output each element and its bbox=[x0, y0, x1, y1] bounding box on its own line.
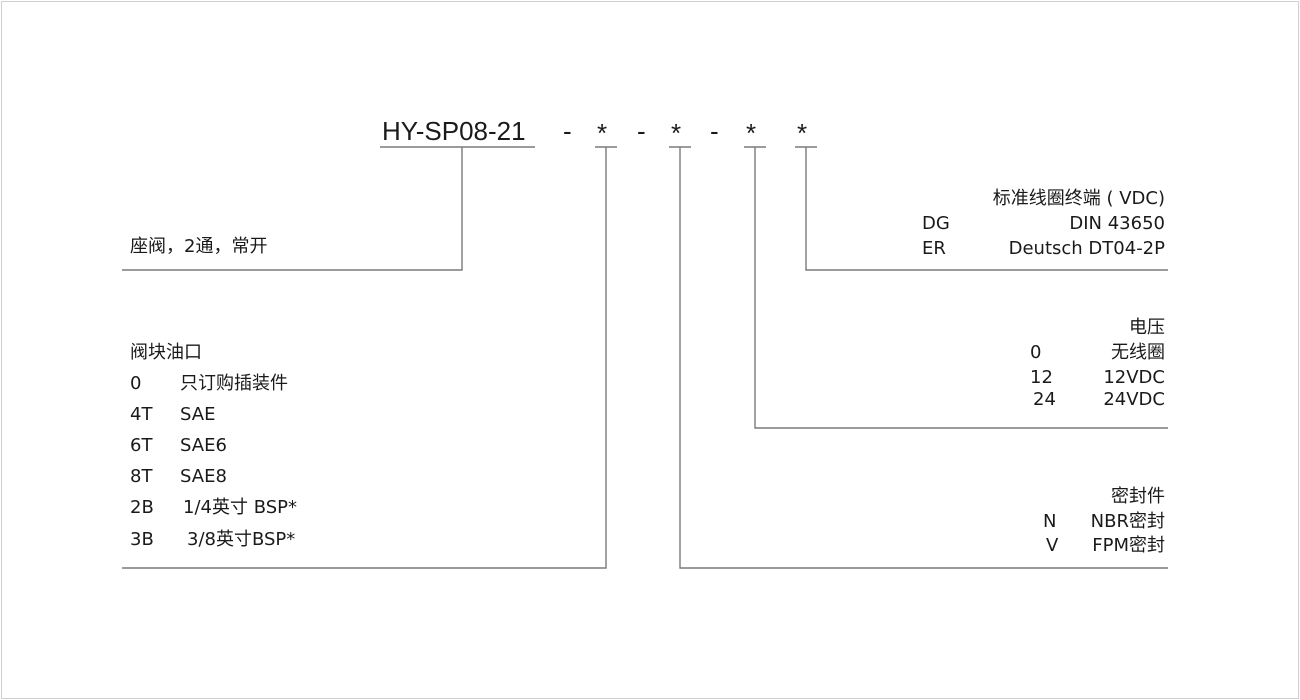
model-code: HY-SP08-21 bbox=[382, 116, 526, 146]
port-desc: 3/8英寸BSP* bbox=[187, 529, 296, 550]
separator: - bbox=[563, 116, 572, 146]
port-desc: SAE8 bbox=[180, 466, 227, 487]
port-code: 8T bbox=[130, 466, 153, 487]
port-code: 0 bbox=[130, 373, 142, 394]
port-desc: 1/4英寸 BSP* bbox=[183, 497, 298, 518]
port-leader bbox=[122, 147, 607, 569]
port-placeholder: * bbox=[597, 118, 608, 148]
port-desc: SAE bbox=[180, 404, 216, 425]
separator: - bbox=[637, 116, 646, 146]
voltage-desc: 24VDC bbox=[1103, 389, 1165, 410]
seal-code: V bbox=[1046, 535, 1059, 556]
voltage-title: 电压 bbox=[1129, 317, 1165, 338]
coil-placeholder: * bbox=[797, 118, 808, 148]
port-desc: 只订购插装件 bbox=[180, 373, 288, 394]
voltage-leader bbox=[754, 147, 1168, 429]
port-code: 4T bbox=[130, 404, 153, 425]
seal-leader bbox=[679, 147, 1168, 569]
voltage-desc: 无线圈 bbox=[1111, 342, 1165, 363]
valve-type-leader bbox=[122, 147, 463, 271]
voltage-placeholder: * bbox=[746, 118, 757, 148]
port-code: 2B bbox=[130, 497, 154, 518]
voltage-code: 12 bbox=[1030, 367, 1053, 388]
port-code: 3B bbox=[130, 529, 154, 550]
port-code: 6T bbox=[130, 435, 153, 456]
coil-code: ER bbox=[922, 238, 946, 259]
coil-leader bbox=[805, 147, 1168, 271]
port-desc: SAE6 bbox=[180, 435, 227, 456]
seal-title: 密封件 bbox=[1111, 486, 1165, 507]
seal-placeholder: * bbox=[671, 118, 682, 148]
valve-type-label: 座阀，2通，常开 bbox=[130, 236, 268, 257]
voltage-code: 0 bbox=[1030, 342, 1042, 363]
voltage-desc: 12VDC bbox=[1103, 367, 1165, 388]
voltage-code: 24 bbox=[1033, 389, 1056, 410]
coil-title: 标准线圈终端 ( VDC) bbox=[992, 188, 1165, 209]
separator: - bbox=[710, 116, 719, 146]
coil-desc: DIN 43650 bbox=[1069, 213, 1165, 234]
coil-desc: Deutsch DT04-2P bbox=[1008, 238, 1165, 259]
coil-code: DG bbox=[922, 213, 950, 234]
seal-code: N bbox=[1043, 511, 1057, 532]
seal-desc: NBR密封 bbox=[1090, 511, 1165, 532]
port-title: 阀块油口 bbox=[130, 342, 202, 363]
seal-desc: FPM密封 bbox=[1092, 535, 1165, 556]
